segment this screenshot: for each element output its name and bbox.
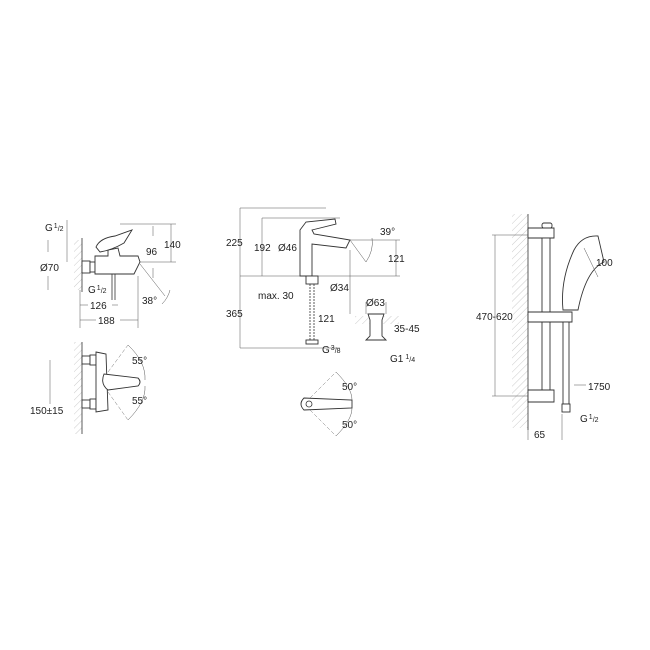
hand-shower xyxy=(562,235,605,311)
angle-55-bottom-label: 55° xyxy=(132,396,147,407)
dim-126-label: 126 xyxy=(90,301,107,312)
basin-mixer-side-view: 225 192 Ø46 39° 121 max. 30 Ø34 365 Ø63 … xyxy=(226,207,420,365)
bath-mixer-top-view: 150±15 55° 55° xyxy=(30,342,147,434)
connection-thread-label: G1/2 xyxy=(580,414,599,425)
inlet-thread-label: G1/2 xyxy=(45,223,64,234)
angle-39-label: 39° xyxy=(380,227,395,238)
diameter-70-label: Ø70 xyxy=(40,263,59,274)
wall-distance-label: 65 xyxy=(534,430,546,441)
wall-hatch xyxy=(74,240,82,290)
basin-lever-top xyxy=(300,397,353,411)
waste-valve xyxy=(364,313,388,341)
shower-slider xyxy=(527,311,573,323)
outlet-thread-label: G1/2 xyxy=(88,285,107,296)
max-30-label: max. 30 xyxy=(258,291,294,302)
angle-50-bottom-label: 50° xyxy=(342,420,357,431)
dim-365-label: 365 xyxy=(226,309,243,320)
angle-50-top-label: 50° xyxy=(342,382,357,393)
diameter-46-label: Ø46 xyxy=(278,243,297,254)
connection-thread-label: G3/8 xyxy=(322,345,341,356)
basin-mixer-body xyxy=(299,218,351,277)
dim-121-right-label: 121 xyxy=(388,254,405,265)
basin-mixer-top-view: 50° 50° xyxy=(300,371,357,437)
centres-label: 150±15 xyxy=(30,406,64,417)
height-140-label: 140 xyxy=(164,240,181,251)
spout-angle-label: 38° xyxy=(142,296,157,307)
bath-lever-top xyxy=(102,373,141,391)
bath-mixer-lever xyxy=(95,229,134,253)
head-diameter-label: 100 xyxy=(596,258,613,269)
bath-mixer-side-view: G1/2 Ø70 96 140 G1/2 126 38° 188 xyxy=(40,220,181,328)
dim-225-label: 225 xyxy=(226,238,243,249)
diameter-63-label: Ø63 xyxy=(366,298,385,309)
hose-length-label: 1750 xyxy=(588,382,611,393)
angle-55-top-label: 55° xyxy=(132,356,147,367)
rail-range-label: 470-620 xyxy=(476,312,513,323)
dim-121-mid-label: 121 xyxy=(318,314,335,325)
range-35-45-label: 35-45 xyxy=(394,324,420,335)
diameter-34-label: Ø34 xyxy=(330,283,349,294)
shower-hose xyxy=(562,321,570,405)
height-96-label: 96 xyxy=(146,247,158,258)
shower-set: 470-620 100 1750 G1/2 65 xyxy=(476,214,613,441)
dim-192-label: 192 xyxy=(254,243,271,254)
dim-188-label: 188 xyxy=(98,316,115,327)
bath-mixer-body xyxy=(94,247,141,275)
